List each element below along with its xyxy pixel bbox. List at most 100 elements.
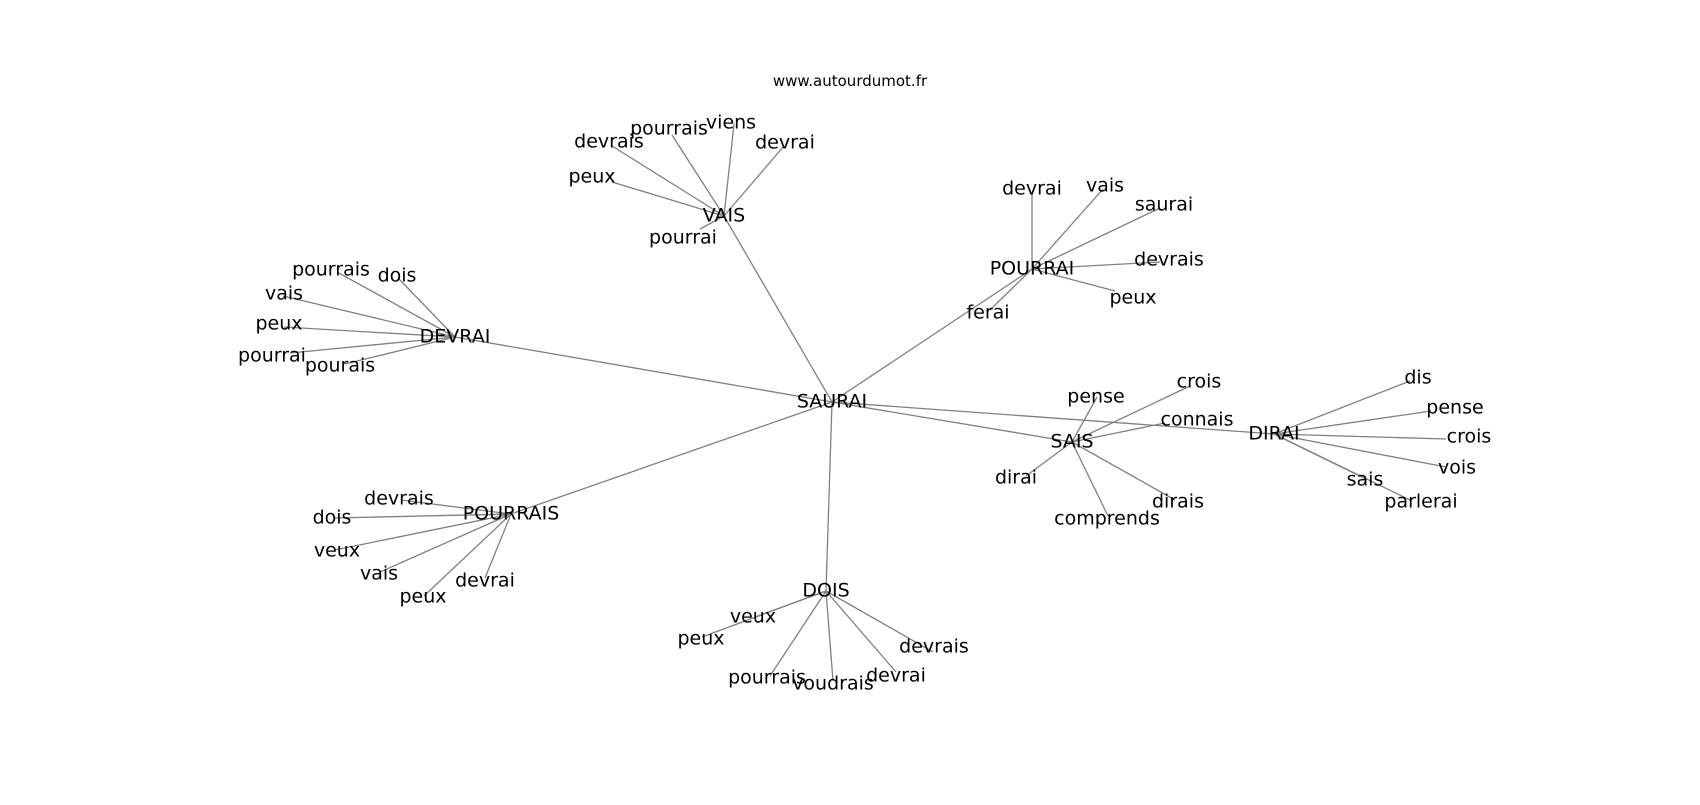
hub-node-label: POURRAI <box>990 258 1075 280</box>
word-node-label: pense <box>1067 386 1124 408</box>
edge-sais-word <box>1071 396 1098 443</box>
hub-node-label: SAIS <box>1050 431 1093 453</box>
word-node-label: crois <box>1447 426 1492 448</box>
edge-devrai-word <box>283 326 456 338</box>
edge-pourrai-word <box>1031 207 1161 270</box>
hub-node-label: VAIS <box>703 205 745 227</box>
edges <box>282 123 1447 682</box>
edge-pourrai-word <box>1031 261 1161 270</box>
word-node-label: voudrais <box>792 673 874 695</box>
edge-pourrais-word <box>423 513 512 597</box>
word-node-label: devrais <box>574 131 644 153</box>
edge-devrai-word <box>282 295 456 338</box>
edge-center-pourrai <box>831 268 1033 403</box>
edge-pourrais-word <box>379 513 512 573</box>
edge-pourrais-word <box>334 513 512 519</box>
edge-dirai-word <box>1273 380 1411 435</box>
word-node-label: peux <box>568 166 615 188</box>
word-node-label: dois <box>378 265 417 287</box>
edge-pourrai-word <box>989 268 1033 311</box>
word-node-label: devrais <box>899 636 969 658</box>
edge-dois-word <box>825 590 934 653</box>
edge-center-devrai <box>454 336 833 403</box>
edge-vais-word <box>671 134 725 217</box>
edge-center-pourrais <box>510 401 833 515</box>
edge-dois-word <box>701 590 827 638</box>
edge-pourrais-word <box>334 513 512 551</box>
edge-center-dois <box>825 401 833 592</box>
edge-sais-word <box>1071 441 1109 517</box>
hub-node-label: DIRAI <box>1248 423 1299 445</box>
word-node-label: viens <box>706 112 756 134</box>
center-node-label: SAURAI <box>797 391 867 413</box>
edge-pourrai-word <box>1031 268 1116 292</box>
word-node-label: ferai <box>966 302 1009 324</box>
edge-dois-word <box>825 590 897 673</box>
edge-sais-word <box>1071 422 1166 443</box>
word-node-label: crois <box>1177 371 1222 393</box>
word-node-label: peux <box>1109 287 1156 309</box>
word-node-label: pourais <box>305 355 375 377</box>
edge-devrai-word <box>397 277 456 338</box>
word-node-label: peux <box>677 628 724 650</box>
edge-vais-word <box>611 145 725 217</box>
word-node-label: comprends <box>1054 508 1160 530</box>
word-node-label: vais <box>265 283 303 305</box>
edge-dirai-word <box>1273 433 1447 440</box>
word-node-label: saurai <box>1135 194 1193 216</box>
word-node-label: devrai <box>1002 178 1062 200</box>
word-node-label: sais <box>1347 469 1384 491</box>
word-node-label: pourrais <box>292 259 370 281</box>
hub-node-label: POURRAIS <box>463 503 560 525</box>
word-node-label: devrais <box>1134 249 1204 271</box>
edge-devrai-word <box>336 271 456 338</box>
edge-center-sais <box>831 401 1073 443</box>
edge-center-dirai <box>831 401 1275 435</box>
edge-sais-word <box>1025 441 1073 477</box>
word-node-label: devrai <box>455 570 515 592</box>
word-node-label: connais <box>1161 409 1234 431</box>
edge-devrai-word <box>344 336 456 365</box>
edge-dirai-word <box>1273 410 1432 435</box>
word-node-label: veux <box>314 540 360 562</box>
word-node-label: veux <box>730 606 776 628</box>
word-node-label: dirai <box>995 467 1037 489</box>
edge-center-vais <box>723 215 833 403</box>
edge-sais-word <box>1071 385 1191 443</box>
word-node-label: vais <box>1086 175 1124 197</box>
word-node-label: devrai <box>866 665 926 687</box>
word-node-label: peux <box>399 586 446 608</box>
edge-dois-word <box>769 590 827 677</box>
site-url: www.autourdumot.fr <box>772 72 928 90</box>
word-node-label: pourrai <box>238 345 306 367</box>
edge-pourrai-word <box>1031 188 1104 270</box>
word-node-label: vais <box>360 563 398 585</box>
labels: SAURAIpeuxdevraispourraisviensdevraipour… <box>238 112 1491 695</box>
edge-vais-word <box>699 215 725 230</box>
edge-vais-word <box>611 181 725 217</box>
word-node-label: devrais <box>364 488 434 510</box>
edge-dois-word <box>825 590 834 682</box>
word-node-label: parlerai <box>1384 491 1457 513</box>
edge-pourrais-word <box>400 499 512 515</box>
word-node-label: dirais <box>1152 491 1204 513</box>
edge-devrai-word <box>289 336 456 354</box>
edge-pourrais-word <box>484 513 512 579</box>
word-node-label: vois <box>1438 457 1476 479</box>
hub-node-label: DOIS <box>802 580 849 602</box>
word-node-label: pourrais <box>630 118 708 140</box>
word-node-label: pourrai <box>649 227 717 249</box>
word-node-label: dis <box>1404 367 1431 389</box>
edge-vais-word <box>723 123 735 217</box>
word-node-label: devrai <box>755 132 815 154</box>
hub-node-label: DEVRAI <box>420 326 491 348</box>
edge-dirai-word <box>1273 433 1411 501</box>
word-node-label: pourrais <box>728 667 806 689</box>
word-node-label: peux <box>255 313 302 335</box>
edge-dirai-word <box>1273 433 1447 468</box>
edge-sais-word <box>1071 441 1176 501</box>
word-node-label: dois <box>313 507 352 529</box>
edge-vais-word <box>723 145 785 217</box>
